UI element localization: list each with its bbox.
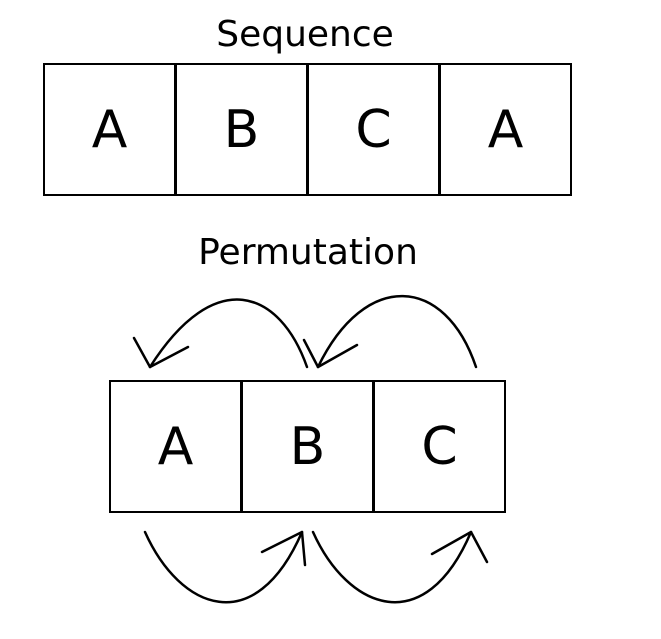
arrowhead-c-to-b (302, 338, 359, 369)
permutation-title: Permutation (198, 232, 418, 273)
arc-arrow-c-to-b (316, 295, 478, 369)
arrowhead-b-to-a (132, 336, 190, 369)
arc-arrow-b-to-c (311, 530, 473, 604)
arrowhead-a-to-b (260, 530, 307, 567)
sequence-cell-4: A (439, 63, 572, 196)
permutation-row: A B C (109, 380, 506, 513)
arrowhead-b-to-c (430, 530, 489, 564)
permutation-cell-3: C (373, 380, 506, 513)
permutation-cell-2: B (241, 380, 374, 513)
arc-arrow-b-to-a (148, 298, 309, 369)
sequence-title: Sequence (216, 14, 394, 55)
sequence-cell-1: A (43, 63, 176, 196)
arc-arrow-a-to-b (143, 530, 304, 604)
sequence-cell-3: C (307, 63, 440, 196)
sequence-row: A B C A (43, 63, 572, 196)
